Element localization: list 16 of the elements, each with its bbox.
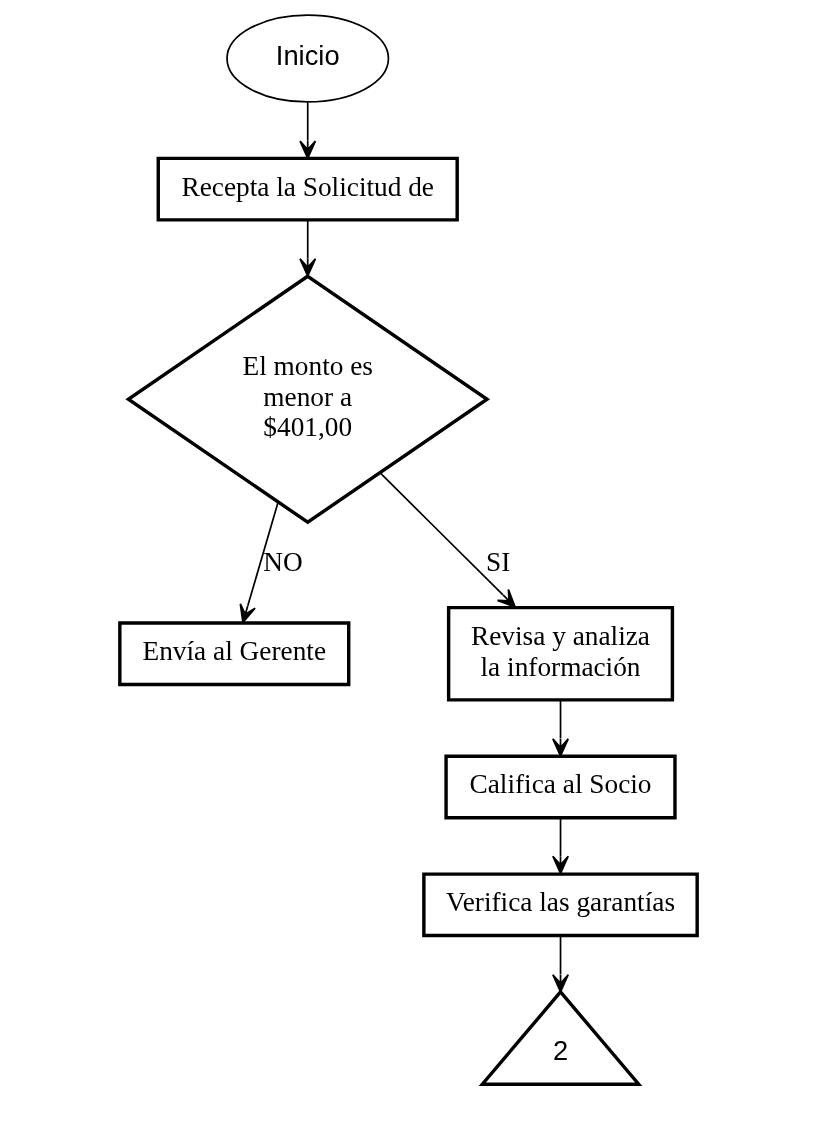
edge-label: SI <box>485 547 510 578</box>
arrow <box>551 699 569 757</box>
arrow <box>298 219 316 277</box>
node-box: Envía al Gerente <box>117 621 350 687</box>
node-diamond: El monto es menor a $401,00 <box>124 274 490 525</box>
arrow <box>298 101 316 159</box>
arrow <box>378 472 516 608</box>
node-ellipse: Inicio <box>225 14 389 103</box>
arrow <box>551 935 569 993</box>
node-box: Califica al Socio <box>443 754 677 820</box>
arrow <box>551 817 569 875</box>
edge-label: NO <box>262 547 303 578</box>
arrow <box>239 501 279 624</box>
node-box: Revisa y analiza la información <box>446 605 674 702</box>
node-box: Verifica las garantías <box>421 872 699 938</box>
node-box: Recepta la Solicitud de <box>156 156 459 222</box>
